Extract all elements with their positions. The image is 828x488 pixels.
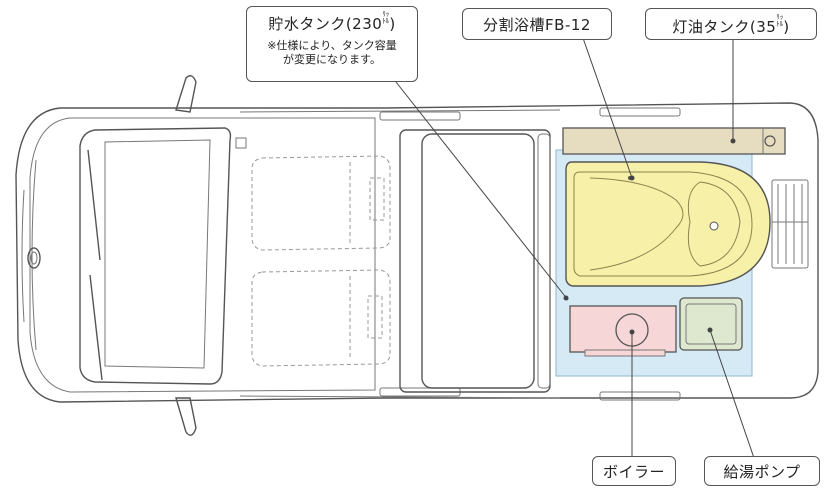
kerosene-tank-close: ) [783,18,790,36]
boiler-label: ボイラー [592,456,676,486]
kerosene-tank-title: 灯油タンク(35 [672,18,777,36]
water-tank-note-2: が変更になります。 [283,53,381,66]
water-pump-label-text: 給湯ポンプ [723,463,801,481]
water-tank-label: 貯水タンク(230ﾘｯﾄﾙ) ※仕様により、タンク容量 が変更になります。 [246,6,418,82]
water-pump [679,297,743,351]
bathtub [565,161,771,287]
roof-edges [239,107,681,401]
boiler-label-text: ボイラー [602,463,665,481]
kerosene-tank [562,127,786,155]
bathtub-label-text: 分割浴槽FB-12 [483,16,591,34]
rear-bench [399,129,551,393]
water-tank-note-1: ※仕様により、タンク容量 [267,39,397,52]
front-cabin [79,127,247,385]
kerosene-tank-unit-top: ﾘｯ [776,13,784,21]
bathtub-label: 分割浴槽FB-12 [462,8,612,40]
water-tank-close: ) [389,15,396,33]
water-tank-unit-bottom: ﾄﾙ [382,17,390,25]
water-tank-title: 貯水タンク(230ﾘｯﾄﾙ) [268,11,396,34]
boiler [569,305,677,357]
water-tank-unit-top: ﾘｯ [382,10,390,18]
kerosene-tank-label: 灯油タンク(35ﾘｯﾄﾙ) [645,8,817,40]
kerosene-tank-unit-bottom: ﾄﾙ [776,20,784,28]
water-tank-title-text: 貯水タンク(230 [268,15,383,33]
kerosene-tank-unit: ﾘｯﾄﾙ [776,14,783,28]
rear-step [771,179,809,269]
side-mirrors [175,75,197,436]
leader-lines [395,37,755,459]
front-seats [251,155,391,367]
water-pump-label: 給湯ポンプ [704,456,820,486]
car-body [15,102,819,403]
water-tank-unit: ﾘｯﾄﾙ [382,11,389,25]
